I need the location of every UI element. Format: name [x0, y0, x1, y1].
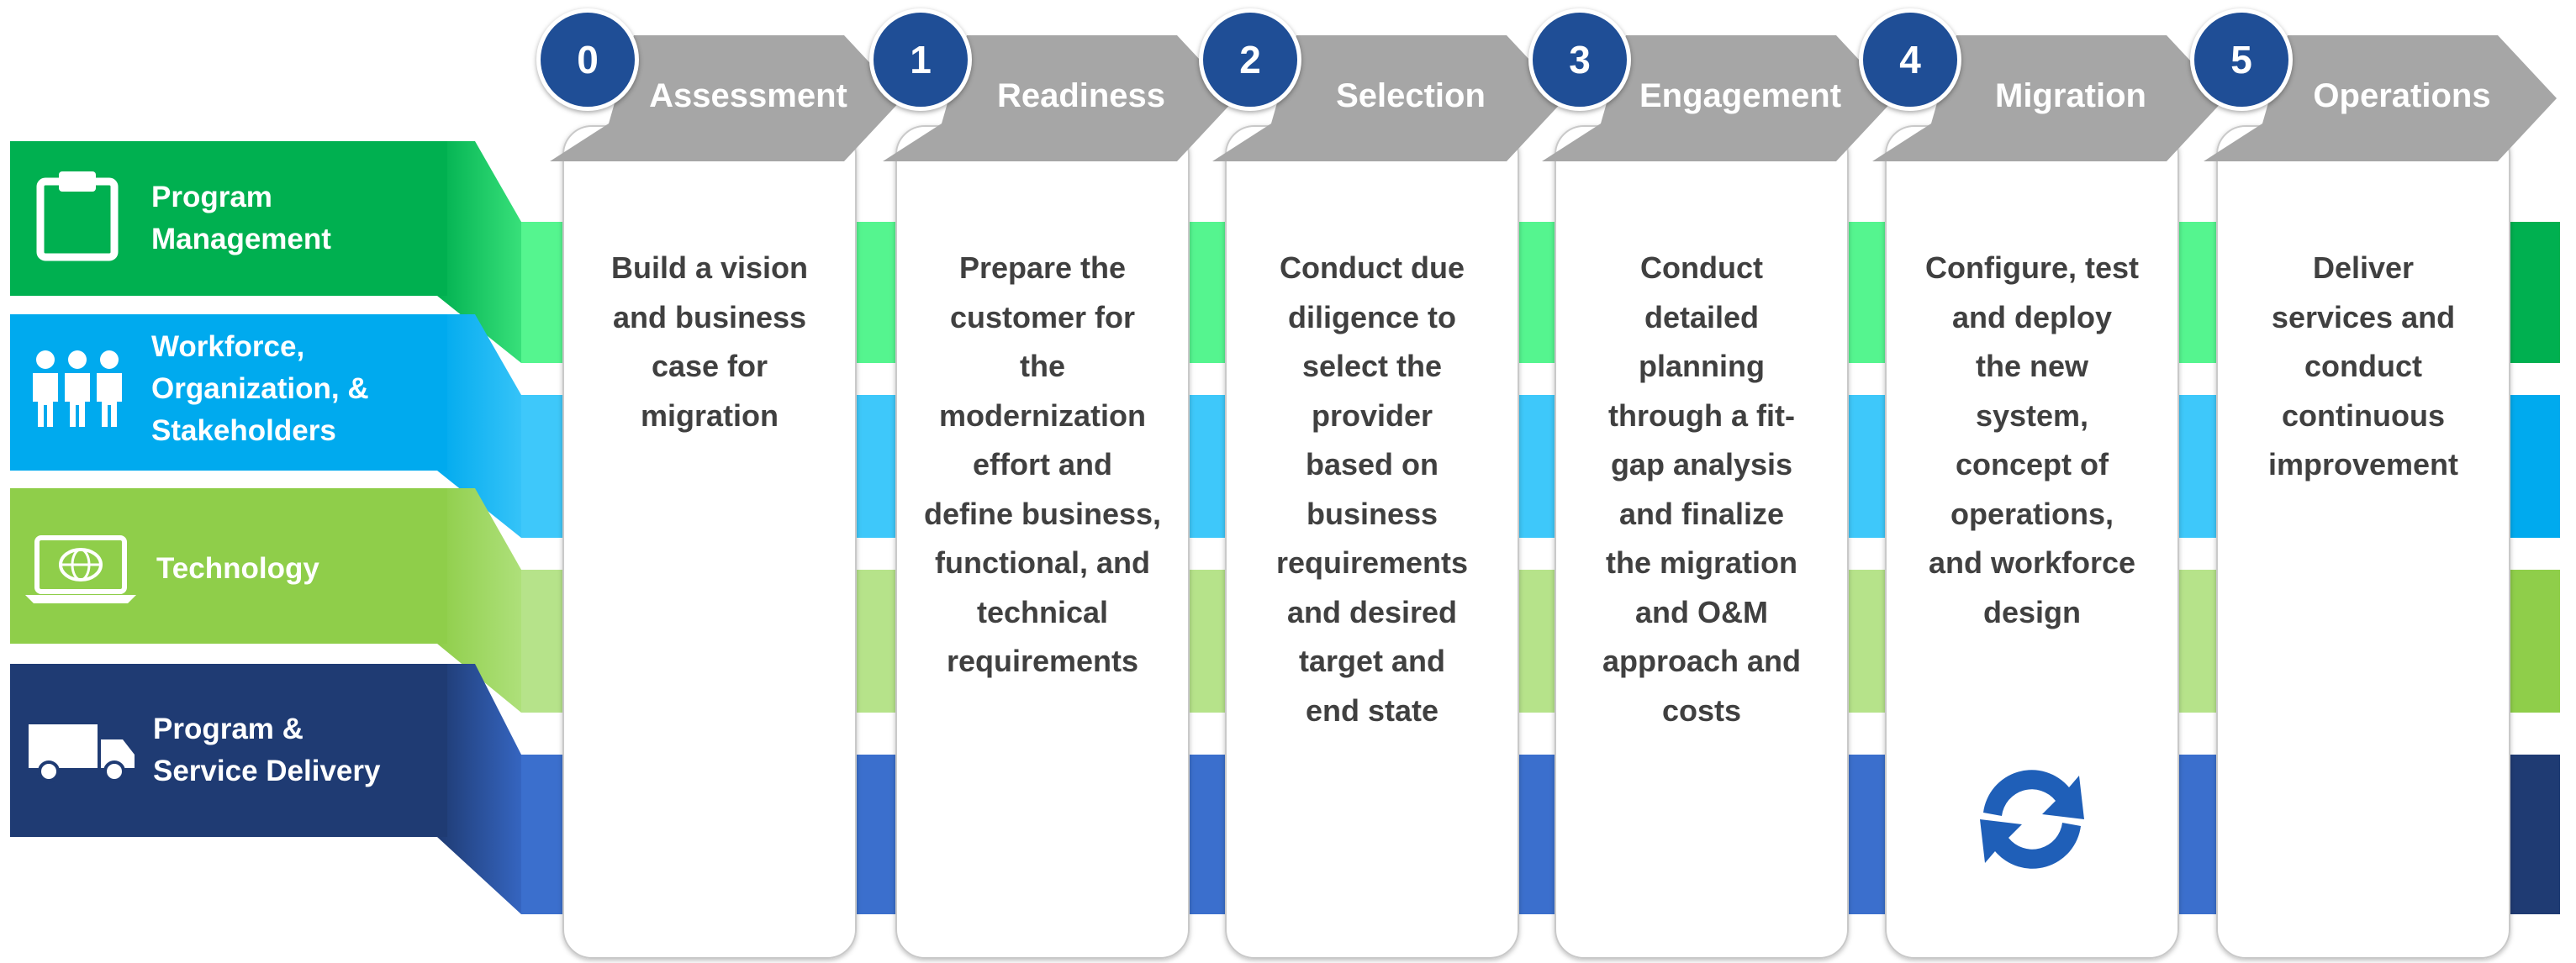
laptop-globe-icon [25, 535, 136, 603]
lane-label-service-delivery: Program & Service Delivery [153, 713, 381, 787]
lane-label-workforce: Workforce, Organization, & Stakeholders [151, 330, 369, 447]
lane-band-end-technology [2510, 570, 2560, 713]
lane-connector-technology [437, 488, 521, 713]
phase-number-badge: 0 [536, 8, 639, 111]
phase-title: Migration [1995, 77, 2146, 114]
lane-tab-program-management [10, 141, 447, 296]
phase-number-badge: 4 [1859, 8, 1961, 111]
phase-title: Readiness [996, 77, 1166, 114]
phase-number-badge: 3 [1528, 8, 1631, 111]
lane-tabs [10, 141, 521, 914]
phase-description: Prepare the customer for the modernizati… [923, 250, 1162, 678]
phase-title: Selection [1336, 77, 1486, 114]
lane-label-program-management: Program Management [151, 181, 331, 255]
phase-description: Conduct due diligence to select the prov… [1275, 250, 1469, 728]
refresh-cycle-icon [1980, 770, 2084, 869]
phase-description: Configure, test and deploy the new syste… [1924, 250, 2139, 629]
phase-number-badge: 1 [869, 8, 972, 111]
truck-icon [29, 724, 135, 782]
phase-description: Deliver services and conduct continuous … [2267, 250, 2459, 482]
phase-title: Operations [2313, 77, 2491, 114]
lane-band-end-workforce [2510, 395, 2560, 538]
lane-label-technology: Technology [156, 552, 319, 585]
people-icon [33, 350, 122, 427]
clipboard-icon [36, 171, 119, 261]
phase-title: Engagement [1639, 77, 1842, 114]
phase-description: Build a vision and business case for mig… [610, 250, 809, 433]
lane-connector-workforce [437, 314, 521, 538]
lane-band-end-service-delivery [2510, 755, 2560, 914]
lane-band-end-program-management [2510, 222, 2560, 363]
phase-title: Assessment [649, 77, 847, 114]
lane-connector-program-management [437, 141, 521, 363]
phase-number-badge: 2 [1199, 8, 1301, 111]
phase-description: Conduct detailed planning through a fit-… [1602, 250, 1802, 728]
phase-number-badge: 5 [2190, 8, 2293, 111]
phase-columns [550, 35, 2557, 959]
lane-connector-service-delivery [437, 664, 521, 914]
